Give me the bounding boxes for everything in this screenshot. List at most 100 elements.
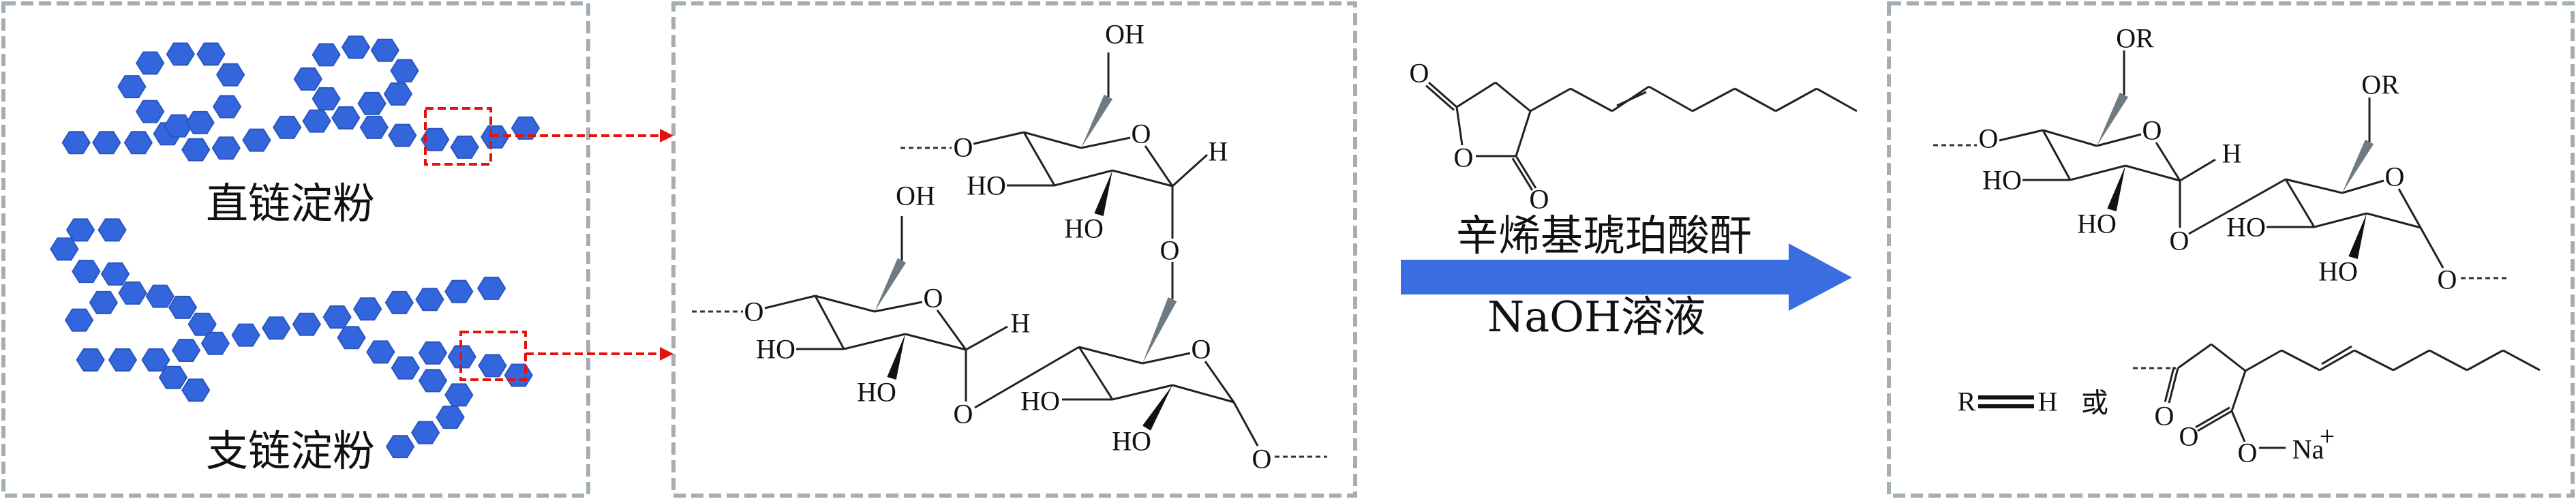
glucose-unit-hexagon bbox=[185, 110, 215, 134]
hydroxyl-label: HO bbox=[967, 170, 1006, 201]
bond-line bbox=[2125, 164, 2181, 182]
carboxylate-oxygen-label: O bbox=[2238, 438, 2258, 468]
glucose-unit-hexagon bbox=[359, 115, 389, 139]
glucose-unit-hexagon bbox=[331, 106, 361, 130]
bond-line bbox=[2197, 410, 2232, 432]
bond-line bbox=[1142, 352, 1191, 365]
condition-label: NaOH溶液 bbox=[1487, 292, 1706, 342]
ring-oxygen-label: O bbox=[1132, 119, 1151, 149]
ring-oxygen-label: O bbox=[2385, 162, 2405, 192]
bond-line bbox=[2195, 406, 2230, 429]
bond-line bbox=[2502, 349, 2541, 372]
bond-line bbox=[1734, 87, 1776, 112]
r-group-label: R bbox=[1958, 387, 1976, 417]
arrow-head-icon bbox=[660, 129, 673, 142]
glucose-unit-hexagon bbox=[171, 339, 201, 362]
bond-line bbox=[1080, 136, 1131, 149]
glucose-unit-hexagon bbox=[353, 297, 382, 321]
bond-line bbox=[1204, 361, 1235, 403]
glucose-unit-hexagon bbox=[108, 348, 138, 372]
bond-line bbox=[974, 346, 1080, 409]
glycosidic-oxygen-label: O bbox=[2438, 264, 2457, 295]
glucose-unit-hexagon bbox=[370, 38, 399, 62]
bond-line bbox=[2168, 367, 2179, 404]
bond-line bbox=[1530, 87, 1571, 112]
amylopectin-label: 支链淀粉 bbox=[206, 426, 375, 476]
bond-line bbox=[2042, 130, 2072, 181]
bond-line bbox=[874, 301, 923, 313]
glucose-unit-hexagon bbox=[293, 67, 322, 91]
bond-line bbox=[843, 333, 906, 350]
glucose-unit-hexagon bbox=[421, 127, 450, 151]
hydroxyl-label: HO bbox=[2226, 212, 2266, 243]
bond-line bbox=[2188, 178, 2286, 235]
glucose-unit-hexagon bbox=[504, 363, 533, 387]
glucose-unit-hexagon bbox=[341, 35, 371, 59]
glucose-unit-hexagon bbox=[292, 312, 322, 336]
bond-line bbox=[2281, 349, 2320, 372]
glucose-unit-hexagon bbox=[231, 323, 260, 347]
bond-line bbox=[1511, 157, 1534, 191]
bond-line bbox=[2177, 343, 2212, 369]
glucose-unit-hexagon bbox=[384, 290, 414, 314]
glucose-unit-hexagon bbox=[444, 383, 474, 407]
glucose-unit-hexagon bbox=[357, 91, 387, 115]
glycosidic-oxygen-label: O bbox=[744, 297, 764, 327]
wedge-bond bbox=[1142, 297, 1177, 363]
hydroxyl-label: HO bbox=[1064, 213, 1104, 244]
wedge-bond bbox=[2097, 92, 2129, 146]
ring-oxygen-label: O bbox=[1454, 142, 1474, 173]
bond-line bbox=[2314, 212, 2367, 228]
bond-line bbox=[1775, 87, 1817, 112]
carbonyl-oxygen-label: O bbox=[1530, 184, 1549, 215]
hydroxyl-label: HO bbox=[2318, 256, 2358, 287]
bond-line bbox=[2466, 349, 2504, 372]
glucose-unit-hexagon bbox=[168, 295, 198, 319]
reagent-label: 辛烯基琥珀酸酐 bbox=[1456, 211, 1752, 260]
glucose-unit-hexagon bbox=[366, 340, 395, 364]
glucose-unit-hexagon bbox=[337, 326, 366, 350]
bond-line bbox=[2211, 343, 2246, 372]
bond-line bbox=[1232, 402, 1259, 447]
bond-line bbox=[2354, 349, 2394, 372]
bond-line bbox=[1022, 132, 1056, 186]
bond-line bbox=[1425, 85, 1455, 111]
amylose-label: 直链淀粉 bbox=[206, 179, 375, 228]
glucose-unit-hexagon bbox=[415, 288, 444, 312]
glucose-unit-hexagon bbox=[200, 331, 230, 355]
bond-line bbox=[905, 333, 967, 351]
starch-chains-panel bbox=[1, 1, 590, 498]
glucose-unit-hexagon bbox=[187, 312, 217, 336]
bond-line bbox=[1816, 87, 1858, 112]
bond-line bbox=[1570, 87, 1613, 112]
glucose-unit-hexagon bbox=[436, 406, 465, 429]
bond-line bbox=[1112, 384, 1173, 401]
glucose-unit-hexagon bbox=[145, 284, 175, 308]
hydroxymethyl-label: OH bbox=[896, 181, 935, 211]
bond-line bbox=[1692, 87, 1736, 112]
glucose-unit-hexagon bbox=[418, 341, 448, 365]
hydroxyl-label: HO bbox=[1112, 426, 1151, 457]
bond-line bbox=[1144, 145, 1174, 187]
carboxyl-oxygen-label: O bbox=[2179, 421, 2199, 452]
bond-line bbox=[814, 295, 845, 350]
glucose-unit-hexagon bbox=[72, 260, 101, 284]
or-label: 或 bbox=[2081, 388, 2108, 419]
glycosidic-oxygen-label: O bbox=[1160, 235, 1180, 266]
glucose-unit-hexagon bbox=[383, 82, 413, 106]
bond-line bbox=[1078, 346, 1143, 365]
glycosidic-oxygen-label: O bbox=[954, 132, 973, 163]
glucose-unit-hexagon bbox=[418, 369, 448, 393]
bond-line bbox=[2042, 129, 2097, 147]
wedge-bond bbox=[2348, 213, 2367, 260]
bond-line bbox=[2321, 345, 2352, 365]
glucose-unit-hexagon bbox=[212, 95, 242, 119]
glucose-unit-hexagon bbox=[61, 131, 91, 155]
bond-line bbox=[1515, 110, 1532, 157]
bond-line bbox=[2230, 410, 2246, 442]
glycosidic-oxygen-label: O bbox=[1979, 123, 1999, 154]
bond-line bbox=[1616, 91, 1647, 107]
ring-oxygen-label: O bbox=[1192, 334, 1211, 365]
